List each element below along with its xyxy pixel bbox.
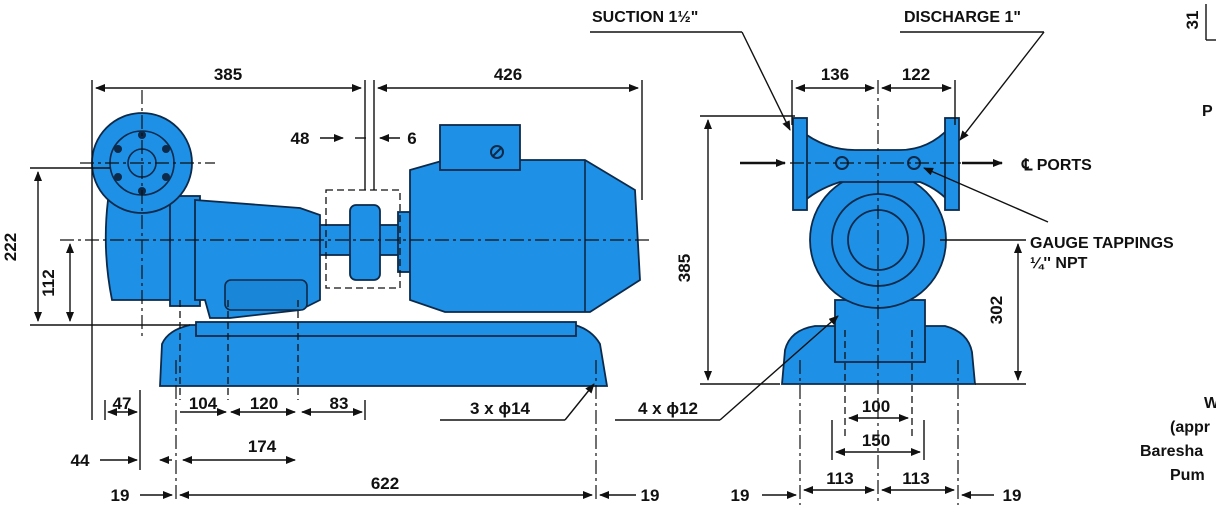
suction-label: SUCTION 1½" — [592, 9, 698, 26]
dim-104: 104 — [189, 394, 218, 413]
cut-W: W — [1204, 395, 1216, 412]
end-view-construction-lines — [790, 80, 970, 505]
dim-150: 150 — [862, 431, 890, 450]
suction-flange-end — [792, 117, 808, 211]
side-view-dimensions: 385 426 48 6 222 112 47 104 120 83 174 — [1, 65, 659, 505]
dim-100: 100 — [862, 397, 890, 416]
dim-385-side: 385 — [214, 65, 242, 84]
cut-baresha: Baresha — [1140, 443, 1203, 460]
side-holes-label: 3 x ϕ14 — [470, 399, 531, 418]
callouts: SUCTION 1½" DISCHARGE 1" ℄ PORTS GAUGE T… — [590, 9, 1174, 272]
dim-19-left: 19 — [111, 486, 130, 505]
dim-120: 120 — [250, 394, 278, 413]
dim-385-end: 385 — [675, 254, 694, 282]
dim-6: 6 — [407, 129, 416, 148]
dim-19-end-left: 19 — [731, 486, 750, 505]
housing-window — [224, 279, 308, 311]
motor — [409, 159, 641, 313]
terminal-box — [439, 124, 521, 171]
end-pedestal — [834, 299, 926, 363]
dim-83: 83 — [330, 394, 349, 413]
end-holes-label: 4 x ϕ12 — [638, 399, 698, 418]
dim-122: 122 — [902, 65, 930, 84]
dim-222: 222 — [1, 233, 20, 261]
dim-426: 426 — [494, 65, 522, 84]
cut-31: 31 — [1183, 11, 1202, 30]
dim-112: 112 — [39, 269, 58, 296]
dim-113-left: 113 — [826, 469, 853, 488]
dim-47: 47 — [113, 394, 132, 413]
dim-113-right: 113 — [902, 469, 929, 488]
gauge-label-line2: ¼'' NPT — [1030, 255, 1088, 272]
side-view-construction-lines — [60, 90, 650, 500]
dim-174: 174 — [248, 437, 277, 456]
gauge-label-line1: GAUGE TAPPINGS — [1030, 235, 1174, 252]
end-view-dimensions: 136 122 385 302 100 150 113 113 19 19 4 … — [615, 65, 1026, 505]
discharge-flange-end — [944, 117, 960, 211]
cropped-edge-text: 31 P W (appr Baresha Pum — [1140, 4, 1216, 484]
dim-44: 44 — [71, 451, 90, 470]
dim-19-right: 19 — [641, 486, 660, 505]
coupling — [349, 204, 381, 281]
dim-136: 136 — [821, 65, 849, 84]
discharge-label: DISCHARGE 1" — [904, 9, 1021, 26]
cut-appr: (appr — [1170, 419, 1210, 436]
pump-casing — [104, 199, 181, 301]
dim-19-end-right: 19 — [1003, 486, 1022, 505]
cut-P: P — [1202, 103, 1213, 120]
dim-48: 48 — [291, 129, 310, 148]
ports-label: ℄ PORTS — [1021, 157, 1092, 174]
cut-pum: Pum — [1170, 467, 1205, 484]
side-base-top — [195, 321, 577, 337]
dim-622: 622 — [371, 474, 399, 493]
dim-302: 302 — [987, 296, 1006, 324]
side-view-pump — [91, 112, 641, 387]
